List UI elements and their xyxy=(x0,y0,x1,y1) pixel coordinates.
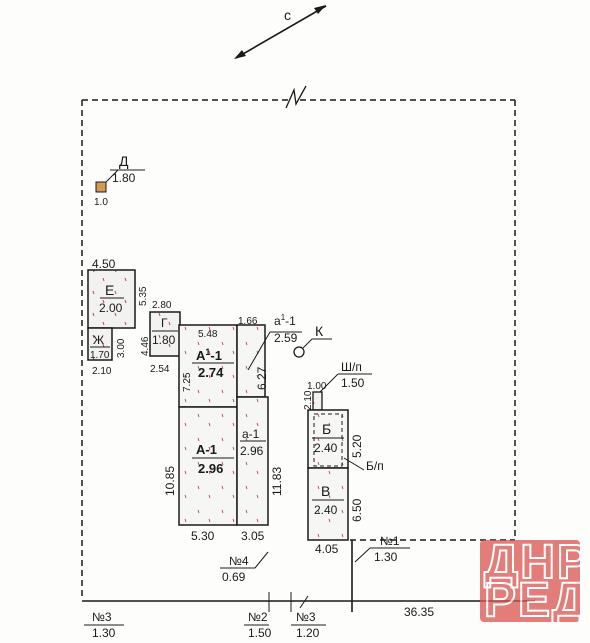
building-a1-lower-height: 2.96 xyxy=(240,444,264,458)
building-g-bottom-dim: 2.54 xyxy=(150,364,170,375)
well-k-name: К xyxy=(315,323,324,339)
building-a1-lower-prime-letter: а xyxy=(274,314,281,328)
building-g-top-dim: 2.80 xyxy=(152,300,172,311)
fence-n3-mid-value: 1.20 xyxy=(296,626,320,640)
building-v-name: В xyxy=(321,483,330,499)
building-d: Д 1.80 1.0 xyxy=(94,153,145,208)
fence-label-n2: №2 1.50 xyxy=(244,610,272,640)
building-e-name: Е xyxy=(105,282,114,298)
building-a1-lower-prime: 1.66 а1-1 2.59 6.27 xyxy=(236,313,302,398)
building-b-name: Б xyxy=(322,421,331,437)
watermark-logo: ДНР РЕД xyxy=(480,535,590,628)
building-e-top-dim: 4.50 xyxy=(92,257,116,271)
fence-south xyxy=(82,539,535,612)
building-shp-top-dim: 1.00 xyxy=(307,381,327,392)
break-mark-icon xyxy=(285,85,307,109)
fence-n2-value: 1.50 xyxy=(248,626,272,640)
building-a1-lower-prime-top-dim: 1.66 xyxy=(238,316,258,327)
building-a1-prime-top-dim: 5.48 xyxy=(198,329,218,340)
fence-label-n3-left: №3 1.30 xyxy=(84,610,124,640)
fence-label-n1: №1 1.30 xyxy=(354,534,410,564)
fence-n3-left-name: №3 xyxy=(92,610,112,624)
building-d-height: 1.80 xyxy=(112,171,136,185)
building-a1-prime-letter: А xyxy=(196,348,206,363)
building-a1-lower-prime-height: 2.59 xyxy=(274,331,298,345)
building-a1-prime: 5.48 А1-1 2.74 7.25 xyxy=(178,324,238,408)
fence-n3-mid-name: №3 xyxy=(296,610,316,624)
building-zh-name: Ж xyxy=(93,333,104,347)
building-v: В 2.40 6.50 4.05 xyxy=(307,467,364,556)
building-a1-lower-prime-side-dim: 6.27 xyxy=(255,366,269,390)
building-g: 2.80 Г 1.80 4.46 2.54 xyxy=(140,300,181,375)
watermark-bottom-bg xyxy=(480,576,580,622)
building-g-side-dim: 4.46 xyxy=(140,336,151,356)
building-b-side-dim: 5.20 xyxy=(350,434,364,458)
building-a1-prime-name: А1-1 xyxy=(196,347,222,363)
fence-label-n4: №4 0.69 xyxy=(220,551,269,584)
fence-label-n3-mid: №3 1.20 xyxy=(291,595,326,640)
building-g-height: 1.80 xyxy=(152,333,176,347)
building-v-bottom-dim: 4.05 xyxy=(315,542,339,556)
building-v-side-dim: 6.50 xyxy=(350,498,364,522)
building-shp-height: 1.50 xyxy=(341,376,365,390)
building-shp-side-dim: 2.10 xyxy=(303,390,314,410)
fence-n3-left-value: 1.30 xyxy=(92,626,116,640)
north-arrow-icon xyxy=(234,5,327,59)
property-boundary xyxy=(81,99,516,600)
building-a1-lower-name: а-1 xyxy=(242,427,260,441)
fence-n2-name: №2 xyxy=(248,610,268,624)
building-zh-height: 1.70 xyxy=(90,350,110,361)
building-a1-name: А-1 xyxy=(196,442,217,457)
building-shp-name: Ш/п xyxy=(341,360,362,374)
building-a1-lower: а-1 2.96 11.83 3.05 xyxy=(236,396,284,543)
building-a1-prime-sup: 1 xyxy=(205,347,210,357)
fence-n4-name: №4 xyxy=(229,554,249,568)
building-a1-prime-suffix: -1 xyxy=(210,348,222,363)
building-a1-lower-prime-name: а1-1 xyxy=(274,313,296,328)
building-b-height: 2.40 xyxy=(314,441,338,455)
building-a1-lower-prime-suffix: -1 xyxy=(285,314,296,328)
building-bp-name: Б/п xyxy=(366,459,384,473)
building-d-name: Д xyxy=(119,153,129,169)
building-a1-lower-prime-sup: 1 xyxy=(281,313,286,322)
building-e-side-dim: 5.35 xyxy=(138,286,149,306)
building-zh: Ж 1.70 3.00 2.10 xyxy=(87,327,127,377)
fence-n1-name: №1 xyxy=(380,534,400,548)
building-shp: Ш/п 1.50 1.00 2.10 xyxy=(303,360,372,411)
building-a1-bottom-dim: 5.30 xyxy=(191,529,215,543)
building-a1-lower-bottom-dim: 3.05 xyxy=(241,529,265,543)
building-zh-side-dim: 3.00 xyxy=(116,338,127,358)
fence-n4-value: 0.69 xyxy=(222,570,246,584)
building-a1-height: 2.96 xyxy=(198,461,223,476)
well-k: К xyxy=(293,323,332,358)
building-zh-bottom-dim: 2.10 xyxy=(92,366,112,377)
building-a1-side-dim: 10.85 xyxy=(163,466,177,496)
watermark-top-bg xyxy=(480,540,580,586)
building-e: 4.50 Е 2.00 5.35 xyxy=(87,257,149,329)
building-b: Б 2.40 5.20 Б/п xyxy=(307,409,384,473)
building-a1-lower-side-dim: 11.83 xyxy=(270,467,284,496)
building-a1-prime-side-dim: 7.25 xyxy=(182,372,193,392)
building-d-side: 1.0 xyxy=(94,197,108,208)
watermark-line2: РЕД xyxy=(484,574,588,627)
building-v-height: 2.40 xyxy=(314,503,338,517)
fence-n1-value: 1.30 xyxy=(374,550,398,564)
compass-label: с xyxy=(284,7,291,23)
building-a1: А-1 2.96 10.85 5.30 xyxy=(163,406,238,543)
building-g-name: Г xyxy=(161,316,168,330)
building-e-height: 2.00 xyxy=(99,301,123,315)
fence-length-dim: 36.35 xyxy=(404,605,434,619)
building-a1-prime-height: 2.74 xyxy=(198,365,224,380)
watermark-line1: ДНР xyxy=(484,536,590,589)
